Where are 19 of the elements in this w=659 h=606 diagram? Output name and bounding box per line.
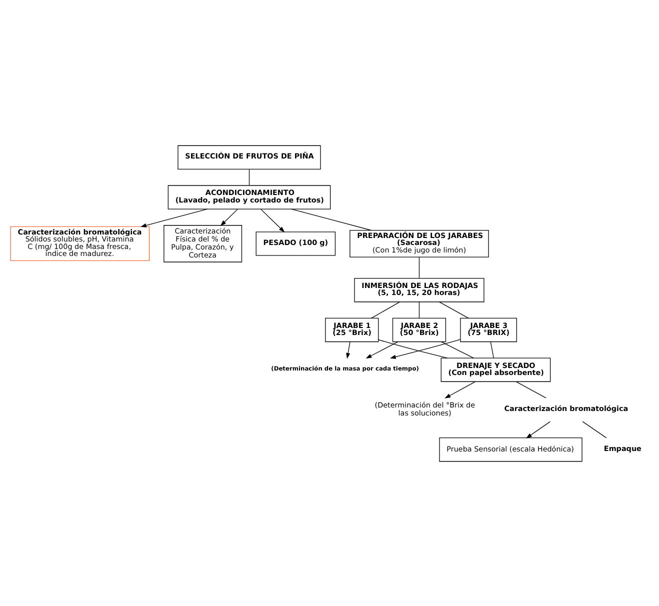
connector [418,256,420,278]
connector [438,301,469,318]
arrow [526,420,551,438]
arrow [366,340,398,358]
connector [516,380,546,398]
arrow [444,380,476,398]
arrow [140,208,208,227]
connector [290,208,372,230]
arrow [220,208,238,226]
arrow [346,340,350,358]
connector [248,168,250,186]
connector [378,338,448,358]
arrow [390,338,461,358]
connector [490,340,494,358]
arrow [260,208,285,232]
connector [441,340,474,358]
connector [371,301,400,318]
connector [418,301,420,318]
connector [582,420,607,438]
